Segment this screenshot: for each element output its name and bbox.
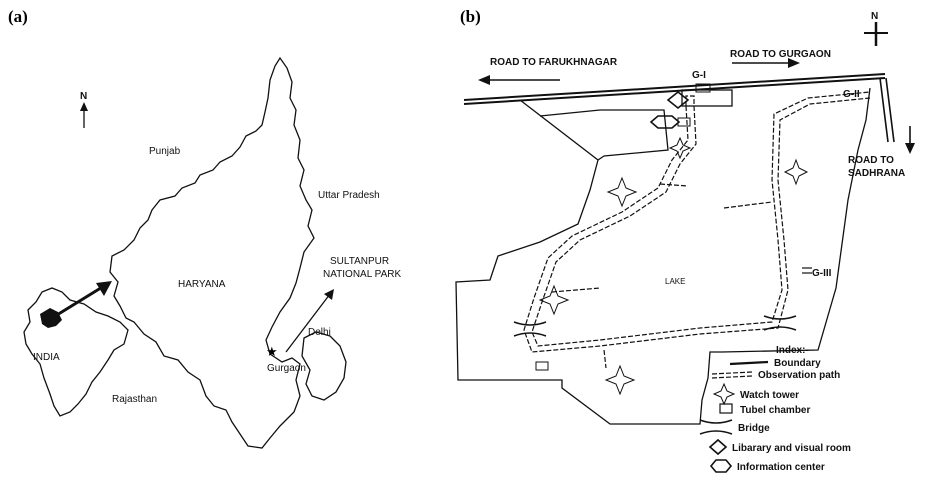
region-india: INDIA (33, 352, 60, 363)
road-gurgaon-label: ROAD TO GURGAON (730, 49, 831, 60)
legend-path-swatch (711, 371, 753, 375)
road-farukhnagar-label: ROAD TO FARUKHNAGAR (490, 57, 618, 68)
north-label-a: N (80, 91, 87, 102)
legend-bridge: Bridge (738, 423, 770, 434)
gate-g2-label: G-II (843, 89, 860, 100)
locator-arrow-icon (51, 281, 112, 320)
region-haryana: HARYANA (178, 279, 226, 290)
bridge-icon (513, 321, 547, 337)
region-gurgaon: Gurgaon (267, 363, 306, 374)
gate-structure (695, 83, 711, 93)
observation-path (523, 91, 871, 353)
road-sadhrana (879, 77, 895, 143)
park-arrow-icon (285, 289, 334, 353)
road-farukhnagar-arrow-icon (478, 75, 560, 85)
legend-path-swatch-2 (711, 375, 753, 379)
legend-information-icon (709, 459, 733, 473)
legend-tubel-chamber: Tubel chamber (740, 405, 810, 416)
road-gurgaon-arrow-icon (732, 58, 800, 68)
north-arrow-b-icon (864, 22, 888, 46)
region-rajasthan: Rajasthan (112, 394, 157, 405)
lake-label: LAKE (665, 277, 685, 286)
park-boundary (455, 87, 871, 425)
legend-library: Libarary and visual room (732, 443, 851, 454)
information-hexagon-icon (649, 115, 681, 129)
path-spur-4 (603, 349, 607, 369)
legend-bridge-icon (699, 419, 733, 435)
delhi-outline (301, 331, 347, 401)
road-sadhrana-label-line1: ROAD TO (848, 155, 894, 166)
legend-information-center: Information center (737, 462, 825, 473)
library-diamond-icon (666, 90, 690, 110)
watch-tower-icon (538, 284, 570, 316)
panel-a-label: (a) (8, 7, 28, 26)
legend-boundary-swatch (729, 360, 769, 366)
park-label-line1: SULTANPUR (330, 256, 389, 267)
watch-tower-icon (668, 136, 692, 160)
park-location-star-icon: ★ (266, 345, 278, 360)
inner-enclosure (539, 109, 669, 161)
watch-tower-icon (606, 176, 638, 208)
legend-observation-path: Observation path (758, 370, 840, 381)
legend-boundary: Boundary (774, 358, 821, 369)
legend-watch-tower: Watch tower (740, 390, 799, 401)
legend-watch-tower-icon (712, 382, 736, 406)
path-spur-3 (551, 287, 601, 293)
tubel-chamber-near-gate (677, 117, 691, 127)
watch-tower-icon (783, 158, 809, 186)
haryana-location-marker (40, 308, 62, 328)
path-spur-1 (659, 183, 689, 187)
legend: Index:- Boundary Observation path Watch … (699, 345, 851, 473)
watch-tower-icon (604, 364, 636, 396)
road-sadhrana-label-line2: SADHRANA (848, 168, 905, 179)
north-label-b: N (871, 11, 878, 22)
india-outline (23, 287, 129, 417)
north-arrow-a-icon (80, 102, 88, 128)
region-delhi: Delhi (308, 327, 331, 338)
park-label-line2: NATIONAL PARK (323, 269, 401, 280)
gate-building (681, 89, 733, 107)
road-sadhrana-arrow-icon (905, 126, 915, 154)
path-spur-2 (723, 201, 773, 209)
tubel-chamber-icon (535, 361, 549, 371)
main-road (463, 73, 886, 105)
legend-tubel-chamber-icon (719, 403, 733, 414)
legend-library-icon (708, 438, 728, 456)
haryana-outline (109, 56, 315, 449)
gate-g3-label: G-III (812, 268, 832, 279)
region-punjab: Punjab (149, 146, 181, 157)
panel-b-label: (b) (460, 7, 481, 26)
gate-g3-marker-icon (802, 267, 812, 274)
bridge-icon (763, 315, 797, 331)
legend-index: Index:- (776, 345, 809, 356)
gate-g1-label: G-I (692, 70, 706, 81)
region-uttar-pradesh: Uttar Pradesh (318, 190, 380, 201)
